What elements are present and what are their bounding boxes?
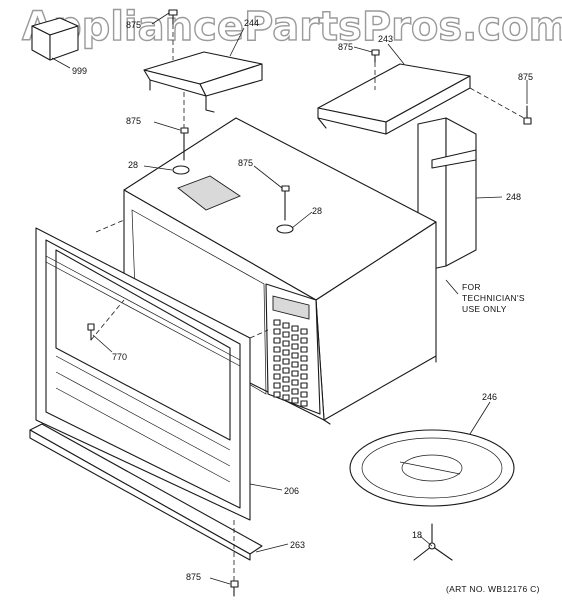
label-246: 246 bbox=[482, 392, 497, 402]
keypad-button bbox=[273, 319, 281, 326]
part-263-bottom-trim bbox=[29, 423, 263, 561]
vent-grille bbox=[177, 175, 241, 211]
screw-770 bbox=[87, 323, 95, 341]
watermark: AppliancePartsPros.com bbox=[22, 4, 562, 50]
label-875-cabinet-center: 875 bbox=[238, 158, 253, 168]
screw-875-cabinet-center bbox=[281, 185, 290, 221]
keypad-button bbox=[291, 325, 299, 332]
label-206: 206 bbox=[284, 486, 299, 496]
keypad-button bbox=[300, 337, 308, 344]
screw-875-top bbox=[168, 9, 178, 25]
label-875-top-right: 875 bbox=[338, 42, 353, 52]
part-243-top-panel bbox=[317, 63, 471, 135]
label-248: 248 bbox=[506, 192, 521, 202]
keypad-button bbox=[273, 337, 281, 344]
label-875-top: 875 bbox=[126, 20, 141, 30]
technician-note-line-1: FOR bbox=[462, 282, 481, 292]
keypad-button bbox=[273, 373, 281, 380]
keypad-button bbox=[282, 331, 290, 338]
keypad-button bbox=[282, 322, 290, 329]
screw-875-bottom bbox=[230, 580, 239, 597]
technician-note-line-3: USE ONLY bbox=[462, 304, 507, 314]
microwave-cabinet bbox=[123, 117, 437, 425]
label-875-bottom: 875 bbox=[186, 572, 201, 582]
alignment-lines bbox=[90, 24, 525, 581]
keypad-button bbox=[300, 364, 308, 371]
keypad-button bbox=[273, 391, 281, 398]
technician-note-line-2: TECHNICIAN'S bbox=[462, 293, 525, 303]
keypad-button bbox=[282, 385, 290, 392]
keypad-button bbox=[273, 346, 281, 353]
keypad-button bbox=[291, 370, 299, 377]
keypad-button bbox=[291, 361, 299, 368]
keypad-button bbox=[300, 355, 308, 362]
art-number: (ART NO. WB12176 C) bbox=[446, 584, 540, 594]
label-999: 999 bbox=[72, 66, 87, 76]
keypad-button bbox=[282, 340, 290, 347]
part-28-bracket-center bbox=[276, 224, 294, 234]
part-206-front-trim bbox=[35, 227, 251, 521]
keypad-button bbox=[282, 349, 290, 356]
keypad-button bbox=[291, 388, 299, 395]
label-770: 770 bbox=[112, 352, 127, 362]
label-28-center: 28 bbox=[312, 206, 322, 216]
keypad-button bbox=[300, 373, 308, 380]
keypad-button bbox=[291, 352, 299, 359]
keypad-button bbox=[300, 346, 308, 353]
label-875-cabinet-left: 875 bbox=[126, 116, 141, 126]
part-18-roller-support bbox=[413, 523, 453, 561]
keypad-button bbox=[282, 394, 290, 401]
label-18: 18 bbox=[412, 530, 422, 540]
keypad-button bbox=[282, 376, 290, 383]
leader-lines bbox=[51, 12, 528, 585]
keypad-button bbox=[291, 343, 299, 350]
label-875-right: 875 bbox=[518, 72, 533, 82]
keypad-button bbox=[273, 328, 281, 335]
keypad-button bbox=[300, 328, 308, 335]
keypad-button bbox=[291, 379, 299, 386]
label-244: 244 bbox=[244, 18, 259, 28]
part-999-box bbox=[31, 17, 79, 61]
label-263: 263 bbox=[290, 540, 305, 550]
keypad-button bbox=[282, 367, 290, 374]
part-28-bracket-left bbox=[172, 165, 190, 175]
keypad-button bbox=[300, 382, 308, 389]
keypad-button bbox=[273, 382, 281, 389]
screw-875-right bbox=[523, 105, 532, 125]
screw-875-cabinet-left bbox=[180, 127, 189, 161]
keypad-button bbox=[282, 358, 290, 365]
screw-875-top-right bbox=[371, 49, 380, 63]
keypad-button bbox=[300, 400, 308, 407]
keypad-button bbox=[300, 391, 308, 398]
part-244-top-cover bbox=[143, 51, 263, 113]
keypad bbox=[273, 319, 308, 407]
keypad-button bbox=[273, 355, 281, 362]
part-246-turntable bbox=[349, 429, 515, 507]
label-243: 243 bbox=[378, 34, 393, 44]
label-28-left: 28 bbox=[128, 160, 138, 170]
keypad-button bbox=[291, 334, 299, 341]
keypad-button bbox=[291, 397, 299, 404]
keypad-button bbox=[273, 364, 281, 371]
